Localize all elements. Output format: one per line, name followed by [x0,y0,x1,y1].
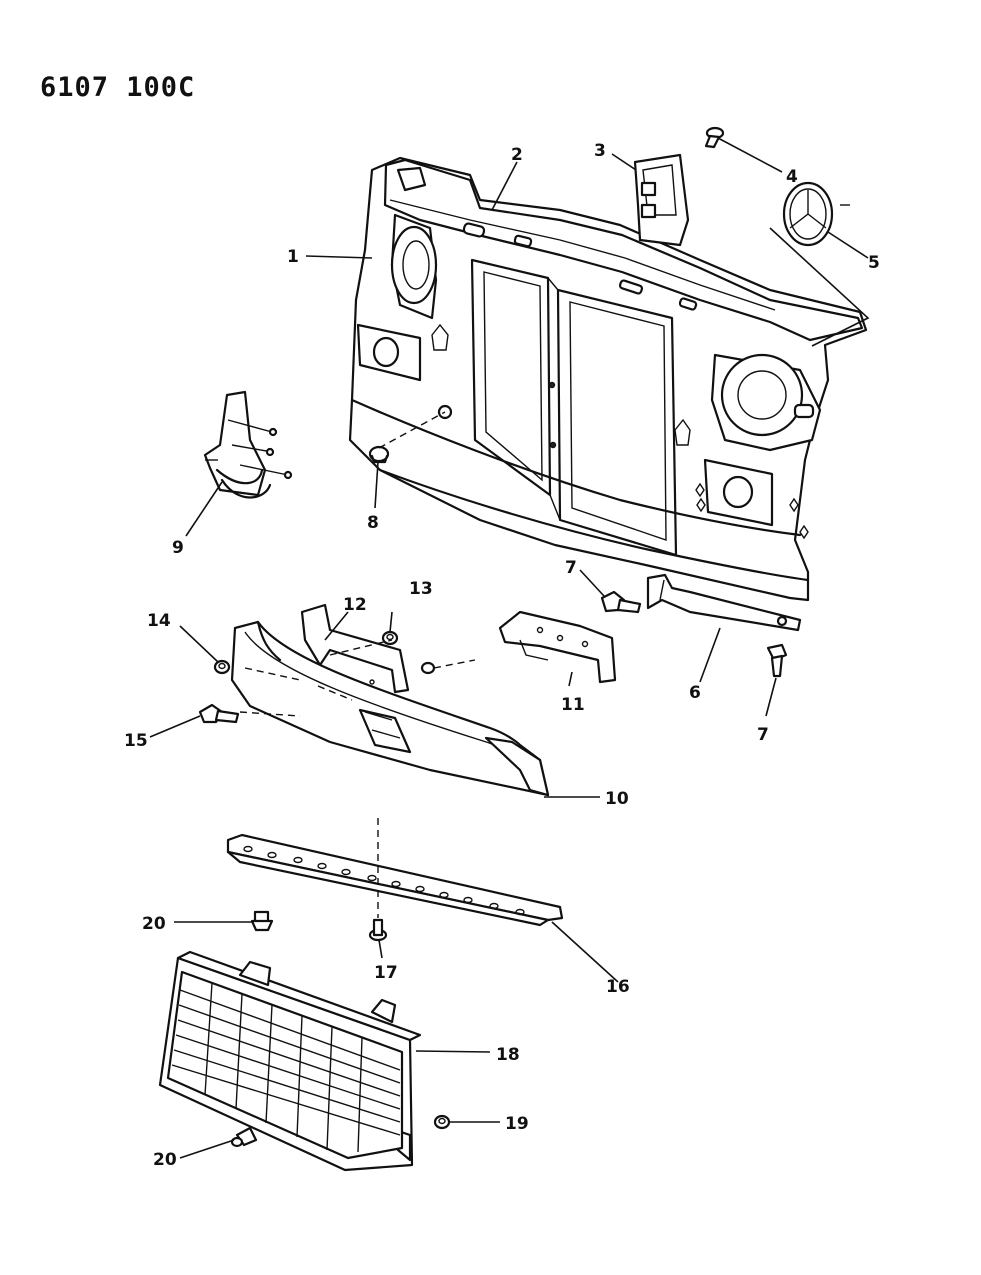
callout-9: 9 [172,538,184,558]
callout-4: 4 [786,167,798,187]
callout-7-lower: 7 [757,725,769,745]
nut-extra [420,661,436,675]
radiator-support-panel [348,156,868,602]
callout-2: 2 [511,145,523,165]
callout-16: 16 [606,977,630,997]
bolt-15 [198,703,240,724]
screw-17 [368,918,388,942]
callout-20-lower: 20 [153,1150,177,1170]
callout-labels: 1 2 3 4 5 6 7 7 8 9 10 11 12 13 14 15 16… [124,141,880,1170]
callout-15: 15 [124,731,148,751]
callout-17: 17 [374,963,398,983]
screw-4 [704,126,725,149]
callout-12: 12 [343,595,367,615]
hood-latch-bracket [633,153,690,247]
alignment-lines [239,411,476,918]
grille-18 [158,950,422,1172]
nut-14 [213,659,231,675]
callout-19: 19 [505,1114,529,1134]
valance-header-10 [230,620,550,797]
clip-20-upper [250,910,274,932]
callout-3: 3 [594,141,606,161]
lower-baffle-16 [226,833,564,927]
bolt-7-upper [600,590,642,614]
callout-20-upper: 20 [142,914,166,934]
callout-5: 5 [868,253,880,273]
callout-11: 11 [561,695,585,715]
callout-7-upper: 7 [565,558,577,578]
nut-19 [433,1114,451,1130]
support-bracket-6 [646,573,802,632]
callout-10: 10 [605,789,629,809]
callout-1: 1 [287,247,299,267]
callout-18: 18 [496,1045,520,1065]
callout-6: 6 [689,683,701,703]
callout-13: 13 [409,579,433,599]
clip-20-lower [230,1126,258,1148]
callout-8: 8 [367,513,379,533]
center-bracket-11 [498,610,617,684]
bolt-7-lower [766,643,788,678]
emblem-medallion [782,181,850,247]
hood-release-bracket [203,390,293,499]
callout-14: 14 [147,611,171,631]
diagram-code: 6107 100C [40,72,196,103]
plug-8 [368,445,390,464]
nut-13 [381,630,399,646]
leader-lines [149,137,870,1159]
